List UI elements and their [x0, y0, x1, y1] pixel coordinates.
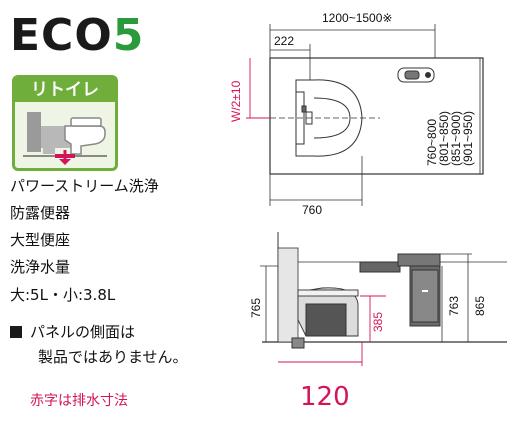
- plan-depth-label: 760~800: [425, 119, 439, 166]
- drain-offset-value: 120: [300, 382, 350, 412]
- logo-text: ECO: [10, 10, 113, 61]
- elevation-view: [260, 232, 507, 349]
- toilet-retrofit-icon: [23, 112, 107, 165]
- elevation-total-height: 865: [473, 296, 487, 316]
- feature-item: 防露便器: [10, 204, 71, 222]
- plan-depth-label: (851~900): [449, 111, 463, 166]
- retoire-badge: リトイレ: [12, 75, 118, 171]
- panel-note-line1: パネルの側面は: [30, 323, 136, 341]
- drain-dimension: [278, 295, 386, 366]
- eco5-logo: ECO5: [10, 14, 144, 58]
- logo-number: 5: [112, 10, 145, 61]
- feature-item: 洗浄水量: [10, 258, 71, 276]
- drain-dimension-legend: 赤字は排水寸法: [30, 393, 128, 409]
- square-bullet-icon: [10, 326, 22, 338]
- plan-depth-label: (901~950): [461, 111, 475, 166]
- plan-bottom-label: 760: [302, 203, 322, 217]
- elevation-cabinet-height: 763: [447, 296, 461, 316]
- plan-width-label: 1200~1500※: [322, 11, 392, 25]
- plan-side-label: W/2±10: [229, 80, 243, 122]
- elevation-left-height: 765: [249, 298, 263, 318]
- badge-label: リトイレ: [15, 78, 115, 102]
- feature-item: パワーストリーム洗浄: [10, 177, 159, 195]
- feature-item: 大:5L・小:3.8L: [10, 286, 116, 304]
- side-dimension: [246, 58, 270, 119]
- feature-item: 大型便座: [10, 231, 71, 249]
- plan-view: [269, 24, 484, 206]
- plan-depth-label: (801~850): [437, 111, 451, 166]
- elevation-drain-height: 385: [371, 312, 385, 332]
- plan-offset-label: 222: [274, 34, 294, 48]
- dimension-drawing: 1200~1500※ 222 W/2±10 760~800 (801~850) …: [229, 11, 507, 366]
- panel-note: パネルの側面は: [10, 321, 135, 342]
- panel-note-line2: 製品ではありません。: [38, 348, 188, 366]
